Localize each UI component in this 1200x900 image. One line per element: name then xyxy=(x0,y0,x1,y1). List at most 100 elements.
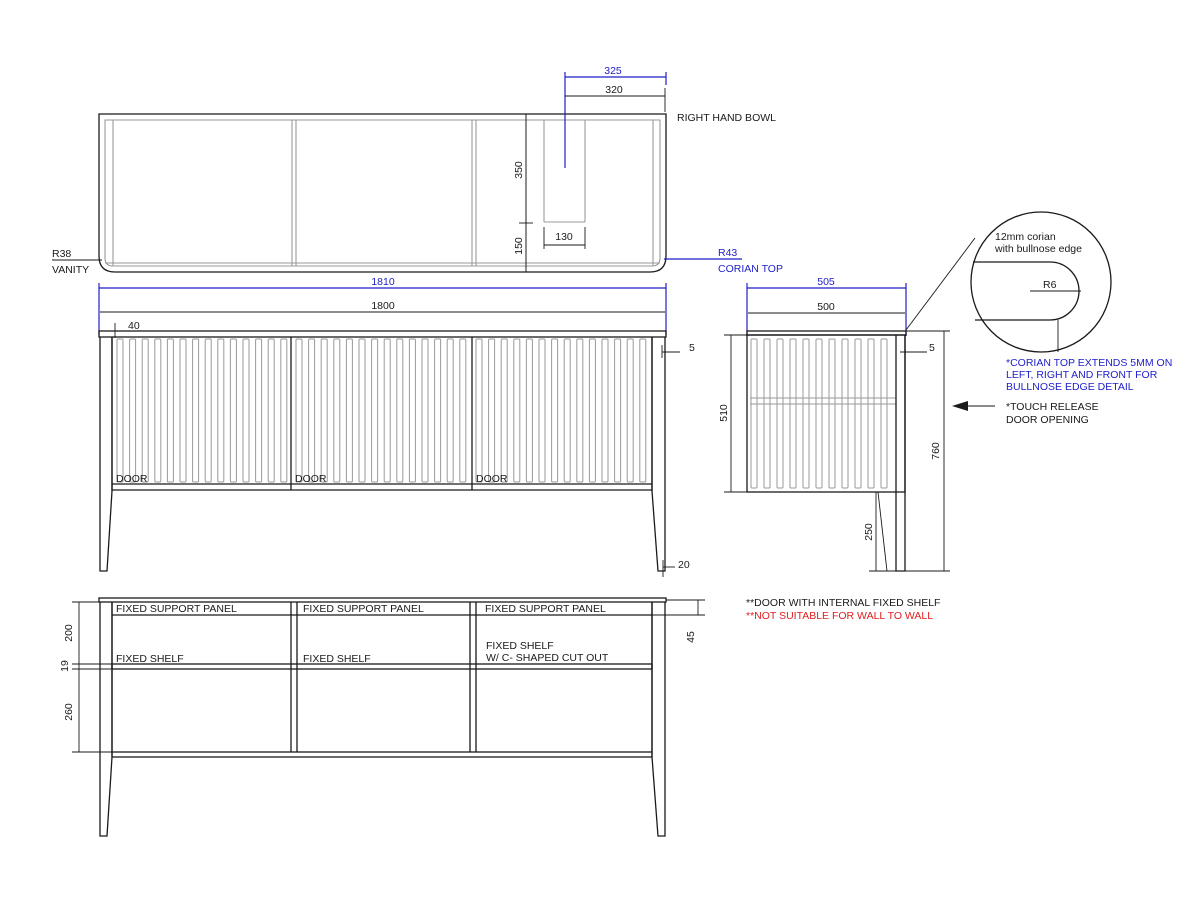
flute-slat xyxy=(295,338,303,483)
flute-slat xyxy=(854,338,862,489)
flute-slat xyxy=(166,338,174,483)
flute-slat xyxy=(267,338,275,483)
side-fluted-slats xyxy=(750,338,888,489)
support-panel-label: FIXED SUPPORT PANEL xyxy=(303,603,424,615)
r38-label: R38 xyxy=(52,248,71,260)
flute-slat xyxy=(614,338,622,483)
flute-slat xyxy=(601,338,609,483)
dim-510-label: 510 xyxy=(718,404,730,422)
flute-slat xyxy=(280,338,288,483)
flute-slat xyxy=(639,338,647,483)
dim-320-label: 320 xyxy=(605,84,623,96)
detail-leader xyxy=(905,237,976,331)
flute-slat xyxy=(421,338,429,483)
flute-slat xyxy=(396,338,404,483)
corian-note-line: LEFT, RIGHT AND FRONT FOR xyxy=(1006,369,1158,381)
flute-slat xyxy=(488,338,496,483)
corian-note-line: *CORIAN TOP EXTENDS 5MM ON xyxy=(1006,357,1172,369)
flute-slat xyxy=(867,338,875,489)
dim-760-label: 760 xyxy=(930,442,942,460)
flute-slat xyxy=(320,338,328,483)
fixed-shelf xyxy=(111,663,653,670)
detail-subtitle: with bullnose edge xyxy=(994,243,1082,255)
internal-leg-left xyxy=(99,602,113,837)
dim-250-label: 250 xyxy=(863,523,875,541)
flute-slat xyxy=(525,338,533,483)
door-label: DOOR xyxy=(295,473,327,485)
flute-slat xyxy=(551,338,559,483)
dim-505-label: 505 xyxy=(817,276,835,288)
dim-1800-label: 1800 xyxy=(371,300,395,312)
front-view: 1810 1800 40 DOOR DOOR DOOR 5 20 xyxy=(98,276,695,577)
flute-slat xyxy=(776,338,784,489)
dim-20-label: 20 xyxy=(678,559,690,571)
vanity-label: VANITY xyxy=(52,264,89,276)
flute-slat xyxy=(333,338,341,483)
dim-130-label: 130 xyxy=(555,231,573,243)
flute-slat xyxy=(513,338,521,483)
flute-slat xyxy=(217,338,225,483)
support-panel-label: FIXED SUPPORT PANEL xyxy=(485,603,606,615)
top-inner-outline xyxy=(104,119,661,267)
flute-slat xyxy=(802,338,810,489)
flute-slat xyxy=(815,338,823,489)
dim-325-label: 325 xyxy=(604,65,622,77)
internal-leg-right xyxy=(651,602,666,837)
flute-slat xyxy=(434,338,442,483)
flute-slat xyxy=(576,338,584,483)
bullnose-detail: R6 12mm corian with bullnose edge *CORIA… xyxy=(905,211,1172,393)
top-view: 325 320 RIGHT HAND BOWL 350 150 130 R38 … xyxy=(52,65,783,276)
flute-slat xyxy=(588,338,596,483)
flute-slat xyxy=(626,338,634,483)
flute-slat xyxy=(500,338,508,483)
flute-slat xyxy=(789,338,797,489)
front-leg-right xyxy=(651,337,666,572)
flute-slat xyxy=(763,338,771,489)
flute-slat xyxy=(750,338,758,489)
internal-view: FIXED SUPPORT PANEL FIXED SUPPORT PANEL … xyxy=(59,597,940,837)
corian-top-label: CORIAN TOP xyxy=(718,263,783,275)
fixed-shelf-label: FIXED SHELF xyxy=(303,653,371,665)
flute-slat xyxy=(841,338,849,489)
dim-350-label: 350 xyxy=(513,161,525,179)
flute-slat xyxy=(475,338,483,483)
dim-45-label: 45 xyxy=(685,631,697,643)
dim-1810-label: 1810 xyxy=(371,276,395,288)
flute-slat xyxy=(383,338,391,483)
fixed-shelf-label: FIXED SHELF xyxy=(116,653,184,665)
flute-slat xyxy=(179,338,187,483)
flute-slat xyxy=(371,338,379,483)
side-view: 505 500 510 760 250 5 *TOUCH RELEASE DOO… xyxy=(718,276,1099,572)
front-top-slab xyxy=(98,330,667,338)
detail-circle xyxy=(970,211,1112,353)
right-hand-bowl-note: RIGHT HAND BOWL xyxy=(677,112,776,124)
flute-slat xyxy=(459,338,467,483)
dim-500-label: 500 xyxy=(817,301,835,313)
fluted-door-slats xyxy=(116,338,647,483)
side-leg-front xyxy=(877,491,896,572)
flute-slat xyxy=(446,338,454,483)
flute-slat xyxy=(345,338,353,483)
flute-slat xyxy=(255,338,263,483)
flute-slat xyxy=(116,338,124,483)
door-label: DOOR xyxy=(116,473,148,485)
door-label: DOOR xyxy=(476,473,508,485)
flute-slat xyxy=(358,338,366,483)
flute-slat xyxy=(242,338,250,483)
corian-note-line: BULLNOSE EDGE DETAIL xyxy=(1006,381,1134,393)
internal-bottom-rail xyxy=(111,751,653,758)
flute-slat xyxy=(538,338,546,483)
dim-19-label: 19 xyxy=(59,660,71,672)
fixed-shelf-cutout-label: W/ C- SHAPED CUT OUT xyxy=(486,652,609,664)
internal-top xyxy=(98,597,667,603)
flute-slat xyxy=(204,338,212,483)
flute-slat xyxy=(308,338,316,483)
support-panel-label: FIXED SUPPORT PANEL xyxy=(116,603,237,615)
flute-slat xyxy=(408,338,416,483)
dim-150-label: 150 xyxy=(513,237,525,255)
flute-slat xyxy=(154,338,162,483)
flute-slat xyxy=(192,338,200,483)
touch-arrow-head xyxy=(952,401,968,411)
side-leg-back xyxy=(895,335,906,572)
